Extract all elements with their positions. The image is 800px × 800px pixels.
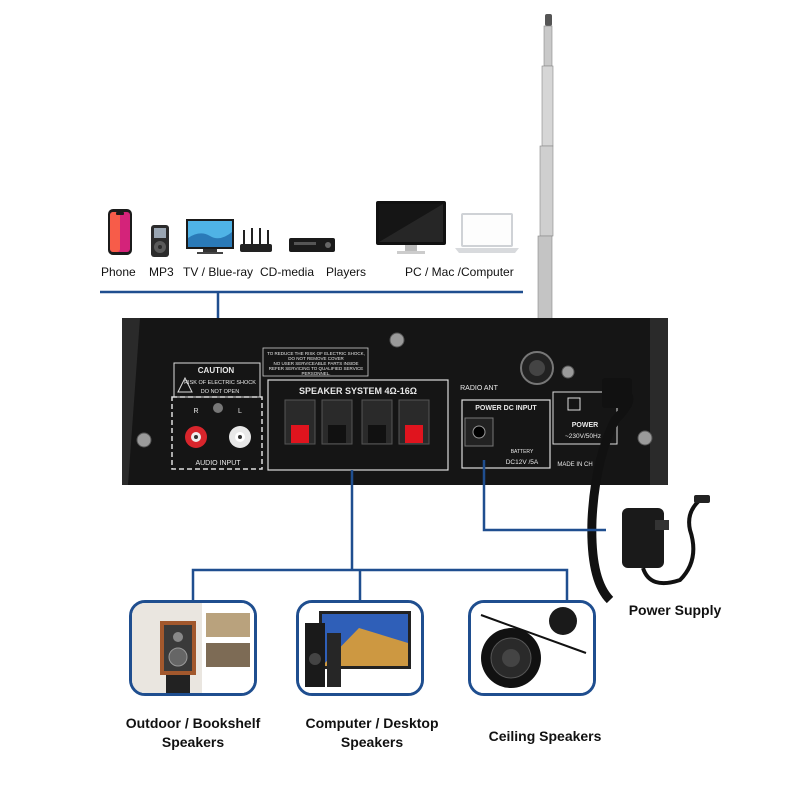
source-label-cd: CD-media xyxy=(260,265,315,279)
power-line xyxy=(482,460,606,532)
laptop-icon xyxy=(455,213,519,253)
cd-player-icon xyxy=(289,238,335,252)
router-icon xyxy=(240,228,272,252)
warning-line3: NO USER SERVICEABLE PARTS INSIDE xyxy=(273,361,358,366)
phone-icon xyxy=(108,209,132,255)
l-mark: L xyxy=(238,408,242,415)
caution-line1: RISK OF ELECTRIC SHOCK xyxy=(184,380,256,386)
source-label-tv: TV / Blue-ray xyxy=(183,265,254,279)
audio-input-label: AUDIO INPUT xyxy=(195,460,241,467)
caution-title: CAUTION xyxy=(198,366,235,375)
source-label-mp3: MP3 xyxy=(149,265,174,279)
power-dc-box xyxy=(461,399,551,469)
antenna-icon xyxy=(537,14,554,347)
ceiling-label: Ceiling Speakers xyxy=(488,728,602,744)
caution-line2: DO NOT OPEN xyxy=(201,389,239,395)
source-label-players: Players xyxy=(326,265,367,279)
ceiling-speaker-icon xyxy=(471,603,593,693)
radio-ant-label: RADIO ANT xyxy=(460,385,498,392)
ceiling-speaker-card xyxy=(468,600,596,696)
speaker-terminal-box xyxy=(267,379,449,471)
tv-icon xyxy=(186,219,234,254)
bookshelf-speaker-card xyxy=(129,600,257,696)
warning-line1: TO REDUCE THE RISK OF ELECTRIC SHOCK, xyxy=(267,351,365,356)
source-label-computer: PC / Mac /Computer xyxy=(405,265,514,279)
warning-line4: REFER SERVICING TO QUALIFIED SERVICE xyxy=(269,366,363,371)
battery-label: BATTERY xyxy=(511,449,534,455)
warning-line2: DO NOT REMOVE COVER xyxy=(288,356,344,361)
r-mark: R xyxy=(193,408,198,415)
power-plug xyxy=(602,378,632,408)
power-label: POWER xyxy=(572,422,598,429)
audio-input-box xyxy=(171,396,263,470)
bookshelf-label-line1: Outdoor / Bookshelf xyxy=(125,715,261,731)
power-dc-label: POWER DC INPUT xyxy=(475,405,537,412)
desktop-speaker-card xyxy=(296,600,424,696)
power-adapter-icon xyxy=(622,495,710,585)
desktop-label-line1: Computer / Desktop xyxy=(305,715,439,731)
desktop-speaker-icon xyxy=(299,603,421,693)
dc-rating: DC12V /5A xyxy=(506,459,539,466)
bookshelf-label: Outdoor / Bookshelf Speakers xyxy=(103,714,283,752)
made-in-label: MADE IN CH xyxy=(557,462,592,468)
ac-rating: ~230V/50Hz xyxy=(565,433,601,440)
power-supply-label: Power Supply xyxy=(628,602,722,618)
monitor-icon xyxy=(376,201,446,254)
source-label-phone: Phone xyxy=(101,265,136,279)
screw-icon xyxy=(136,332,653,448)
bookshelf-speaker-icon xyxy=(132,603,254,693)
speaker-system-label: SPEAKER SYSTEM 4Ω-16Ω xyxy=(299,386,417,396)
bookshelf-label-line2: Speakers xyxy=(161,734,225,750)
speaker-terminals xyxy=(284,399,430,445)
warning-line5: PERSONNEL. xyxy=(301,371,330,376)
speaker-bus-line xyxy=(191,568,569,601)
desktop-label-line2: Speakers xyxy=(340,734,404,750)
mp3-player-icon xyxy=(151,225,169,257)
desktop-label: Computer / Desktop Speakers xyxy=(282,714,462,752)
